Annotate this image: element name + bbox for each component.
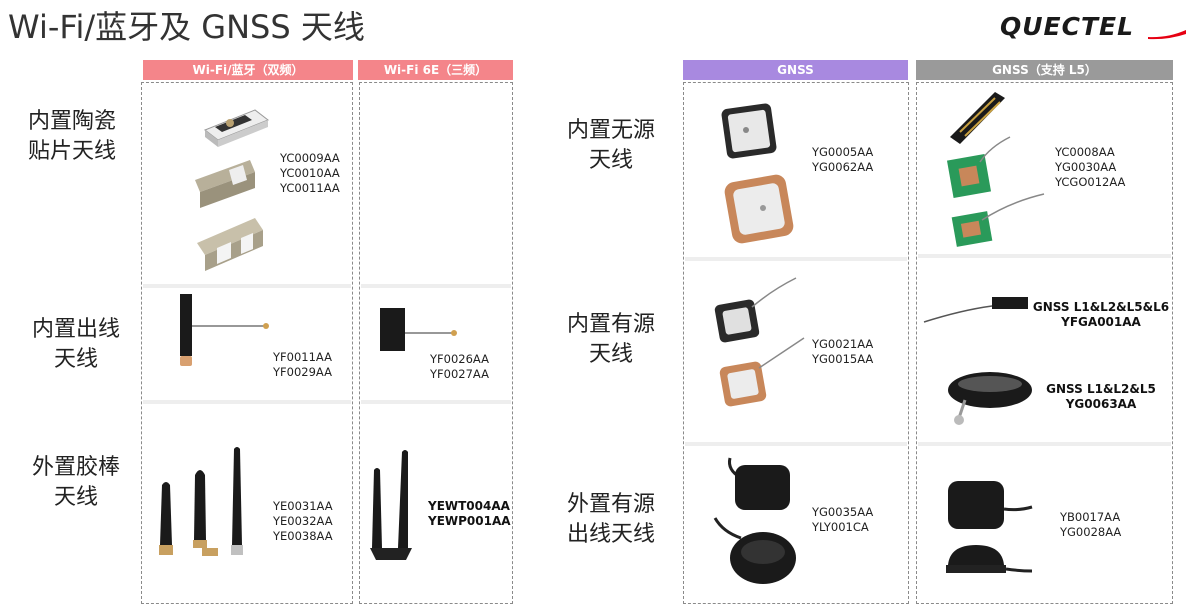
quectel-logo: QUECTEL <box>1000 12 1186 40</box>
part-number-list: YC0008AA YG0030AA YCGO012AA <box>1055 145 1126 189</box>
row-divider <box>361 400 511 404</box>
part-number-list: YG0005AA YG0062AA <box>812 145 874 174</box>
row-label-internal-cable: 内置出线天线 <box>31 317 120 372</box>
row-label-external-active: 外置有源出线天线 <box>566 492 655 547</box>
row-label-active: 内置有源天线 <box>566 312 655 367</box>
part-number-group: GNSS L1&L2&L5&L6 YFGA001AA <box>1032 300 1170 329</box>
row-divider <box>685 257 907 261</box>
header-wifi-bt: Wi-Fi/蓝牙（双频） <box>143 60 353 80</box>
patch-antenna-icon <box>721 103 794 244</box>
rubber-duck-antenna-icon <box>370 450 412 560</box>
magnetic-mount-antenna-icon <box>713 457 796 584</box>
part-number-group: GNSS L1&L2&L5 YG0063AA <box>1046 382 1156 411</box>
logo-text: QUECTEL <box>1000 12 1134 40</box>
row-label-passive: 内置无源天线 <box>566 118 655 173</box>
part-number-list: YF0026AA YF0027AA <box>430 352 489 381</box>
fpc-antenna-icon <box>180 294 269 366</box>
column-wifi6e <box>359 82 513 604</box>
part-number-list: YB0017AA YG0028AA <box>1060 510 1122 539</box>
row-label-external-rubber: 外置胶棒天线 <box>31 455 120 510</box>
row-divider <box>143 284 351 288</box>
part-number-list: YF0011AA YF0029AA <box>273 350 332 379</box>
header-wifi6e: Wi-Fi 6E（三频） <box>358 60 513 80</box>
row-label-ceramic: 内置陶瓷贴片天线 <box>28 109 117 164</box>
rubber-duck-antenna-icon <box>159 447 243 556</box>
part-number-list: YC0009AA YC0010AA YC0011AA <box>280 151 340 195</box>
header-gnss-l5: GNSS（支持 L5） <box>916 60 1173 80</box>
header-gnss: GNSS <box>683 60 908 80</box>
part-number-list: YG0035AA YLY001CA <box>812 505 874 534</box>
page-title: Wi-Fi/蓝牙及 GNSS 天线 <box>8 8 365 46</box>
logo-swoosh <box>1148 30 1186 40</box>
row-divider <box>143 400 351 404</box>
l5-antenna-icon <box>946 92 1045 247</box>
column-wifi-bt <box>141 82 353 604</box>
ceramic-chip-antenna-icon <box>195 109 270 271</box>
magnetic-mount-antenna-icon <box>946 481 1033 573</box>
patch-antenna-icon <box>714 277 805 407</box>
fpc-antenna-icon <box>380 308 457 351</box>
puck-antenna-icon <box>948 372 1032 425</box>
part-number-list: YEWT004AA YEWP001AA <box>428 499 511 528</box>
row-divider <box>918 442 1171 446</box>
column-gnss <box>683 82 909 604</box>
row-divider <box>361 284 511 288</box>
column-gnss-l5 <box>916 82 1173 604</box>
row-divider <box>918 254 1171 258</box>
part-number-list: YG0021AA YG0015AA <box>812 337 874 366</box>
fpc-antenna-icon <box>923 297 1028 323</box>
row-divider <box>685 442 907 446</box>
part-number-list: YE0031AA YE0032AA YE0038AA <box>273 499 333 543</box>
